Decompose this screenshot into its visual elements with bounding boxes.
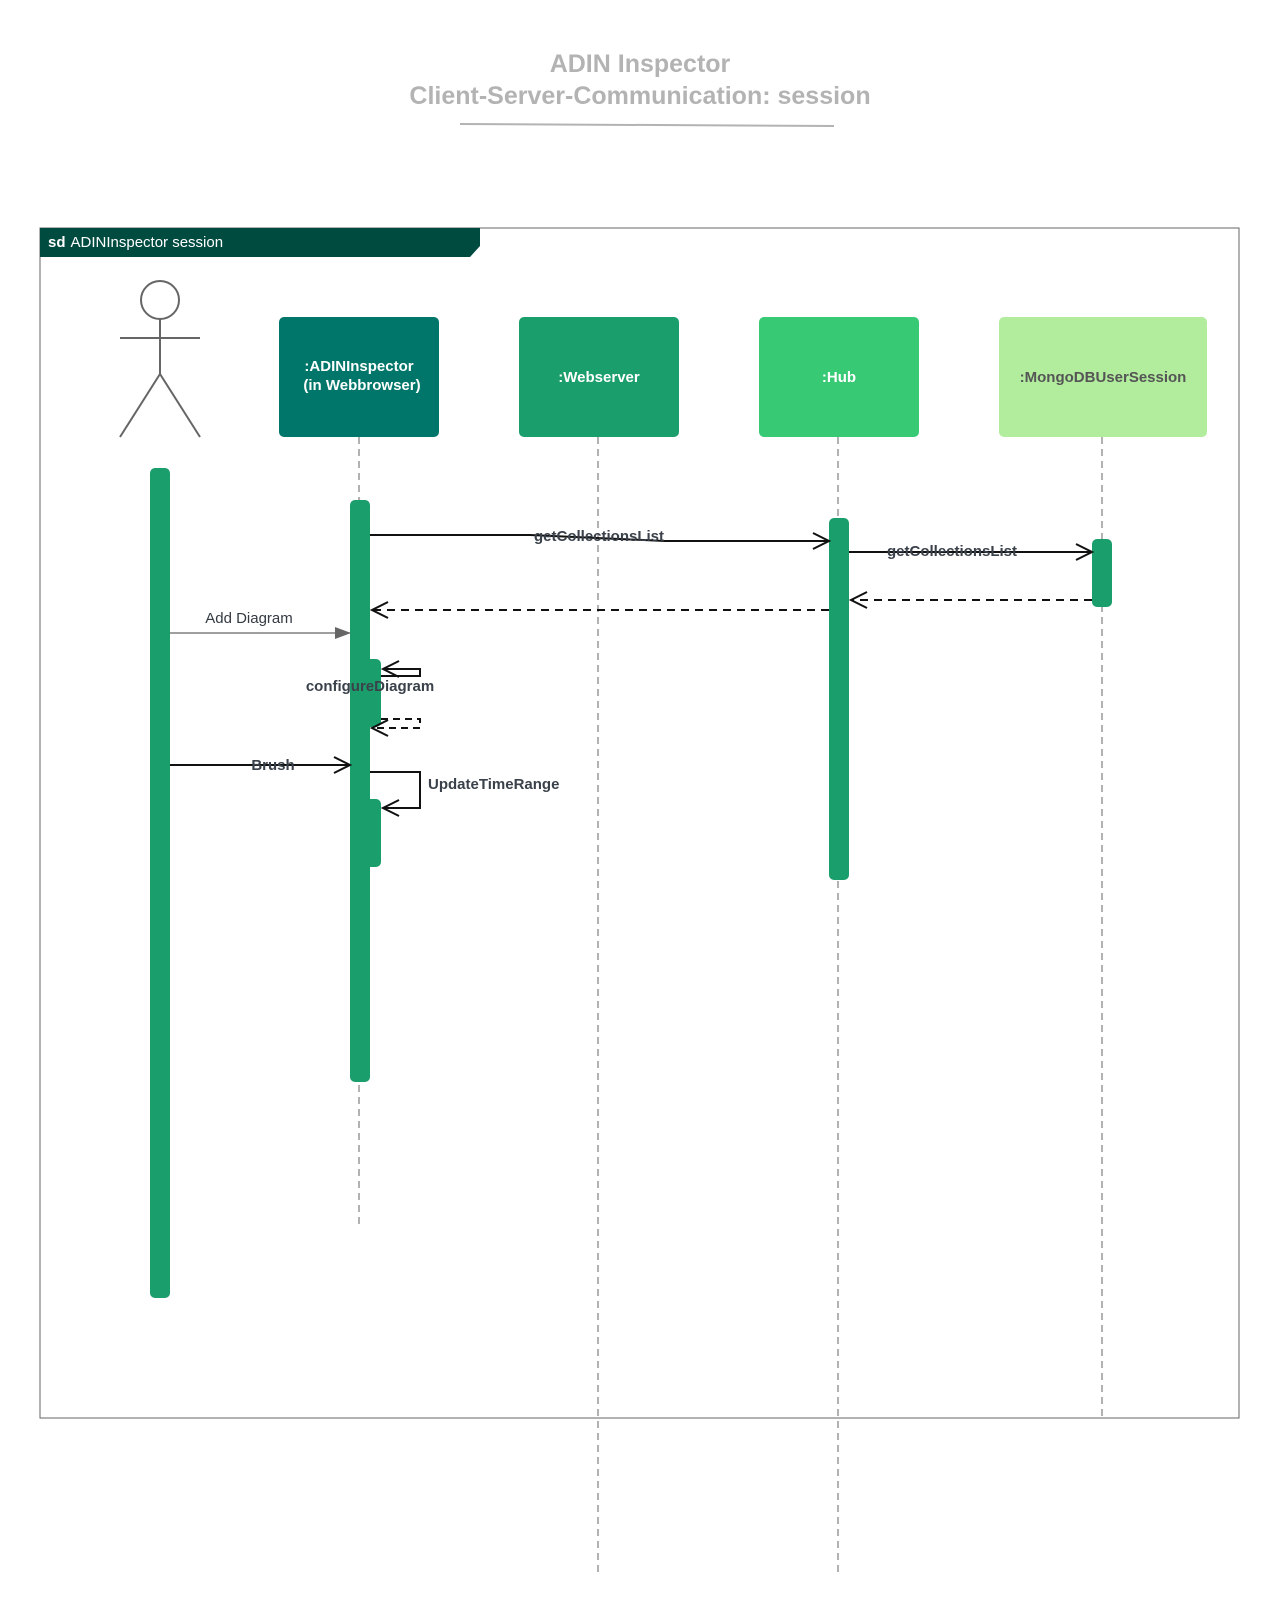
frame-keyword: sd (48, 234, 66, 251)
frame-label: sd ADINInspector session (48, 234, 223, 251)
message-brush[interactable]: Brush (170, 757, 350, 774)
participant-hub-label: :Hub (822, 369, 856, 386)
message-configurediagram[interactable]: configureDiagram (306, 669, 434, 728)
participant-webserver-box (519, 317, 679, 437)
participant-hub-box (759, 317, 919, 437)
participant-mongo[interactable]: :MongoDBUserSession (999, 317, 1207, 437)
title-line-1: ADIN Inspector (550, 50, 731, 78)
lifelines (358, 437, 1103, 1575)
activations (150, 468, 1112, 1298)
actor-figure (119, 280, 201, 438)
participant-mongo-box (999, 317, 1207, 437)
frame-border (39, 227, 1240, 1419)
message-getcollectionslist-1[interactable]: getCollectionsList (370, 528, 829, 545)
activation-hub (829, 518, 849, 880)
message-label: Brush (251, 757, 294, 774)
message-label: configureDiagram (306, 678, 434, 695)
participant-adin[interactable]: :ADINInspector (in Webbrowser) (279, 317, 439, 437)
message-getcollectionslist-2[interactable]: getCollectionsList (849, 543, 1092, 560)
title-underline (459, 123, 835, 127)
actor-right-leg (159, 373, 201, 438)
self-return-arrow (372, 718, 421, 728)
participant-hub[interactable]: :Hub (759, 317, 919, 437)
message-label: UpdateTimeRange (428, 776, 559, 793)
participant-adin-label-2: (in Webbrowser) (303, 377, 420, 394)
participant-adin-box (279, 317, 439, 437)
activation-adin-configure (361, 659, 381, 727)
message-updatetimerange[interactable]: UpdateTimeRange (370, 771, 559, 808)
participant-webserver[interactable]: :Webserver (519, 317, 679, 437)
message-add-diagram[interactable]: Add Diagram (170, 610, 351, 639)
frame-tab (40, 228, 480, 257)
self-call-arrow (370, 771, 421, 808)
title-line-2: Client-Server-Communication: session (409, 82, 870, 110)
message-label: Add Diagram (205, 610, 293, 627)
message-label: getCollectionsList (534, 528, 664, 545)
message-arrow (370, 535, 829, 541)
self-call-arrow (381, 669, 421, 676)
activation-adin (350, 500, 370, 1082)
participant-mongo-label: :MongoDBUserSession (1020, 369, 1187, 386)
activation-actor (150, 468, 170, 1298)
actor-left-leg (119, 373, 161, 438)
diagram-title: ADIN Inspector Client-Server-Communicati… (409, 50, 871, 127)
participant-webserver-label: :Webserver (558, 369, 640, 386)
activation-mongo (1092, 539, 1112, 607)
participant-adin-label-1: :ADINInspector (304, 358, 413, 375)
activation-adin-update (361, 799, 381, 867)
actor-head (140, 280, 180, 320)
frame-name: ADINInspector session (71, 234, 224, 251)
message-label: getCollectionsList (887, 543, 1017, 560)
sd-frame: sd ADINInspector session (39, 227, 1240, 1419)
